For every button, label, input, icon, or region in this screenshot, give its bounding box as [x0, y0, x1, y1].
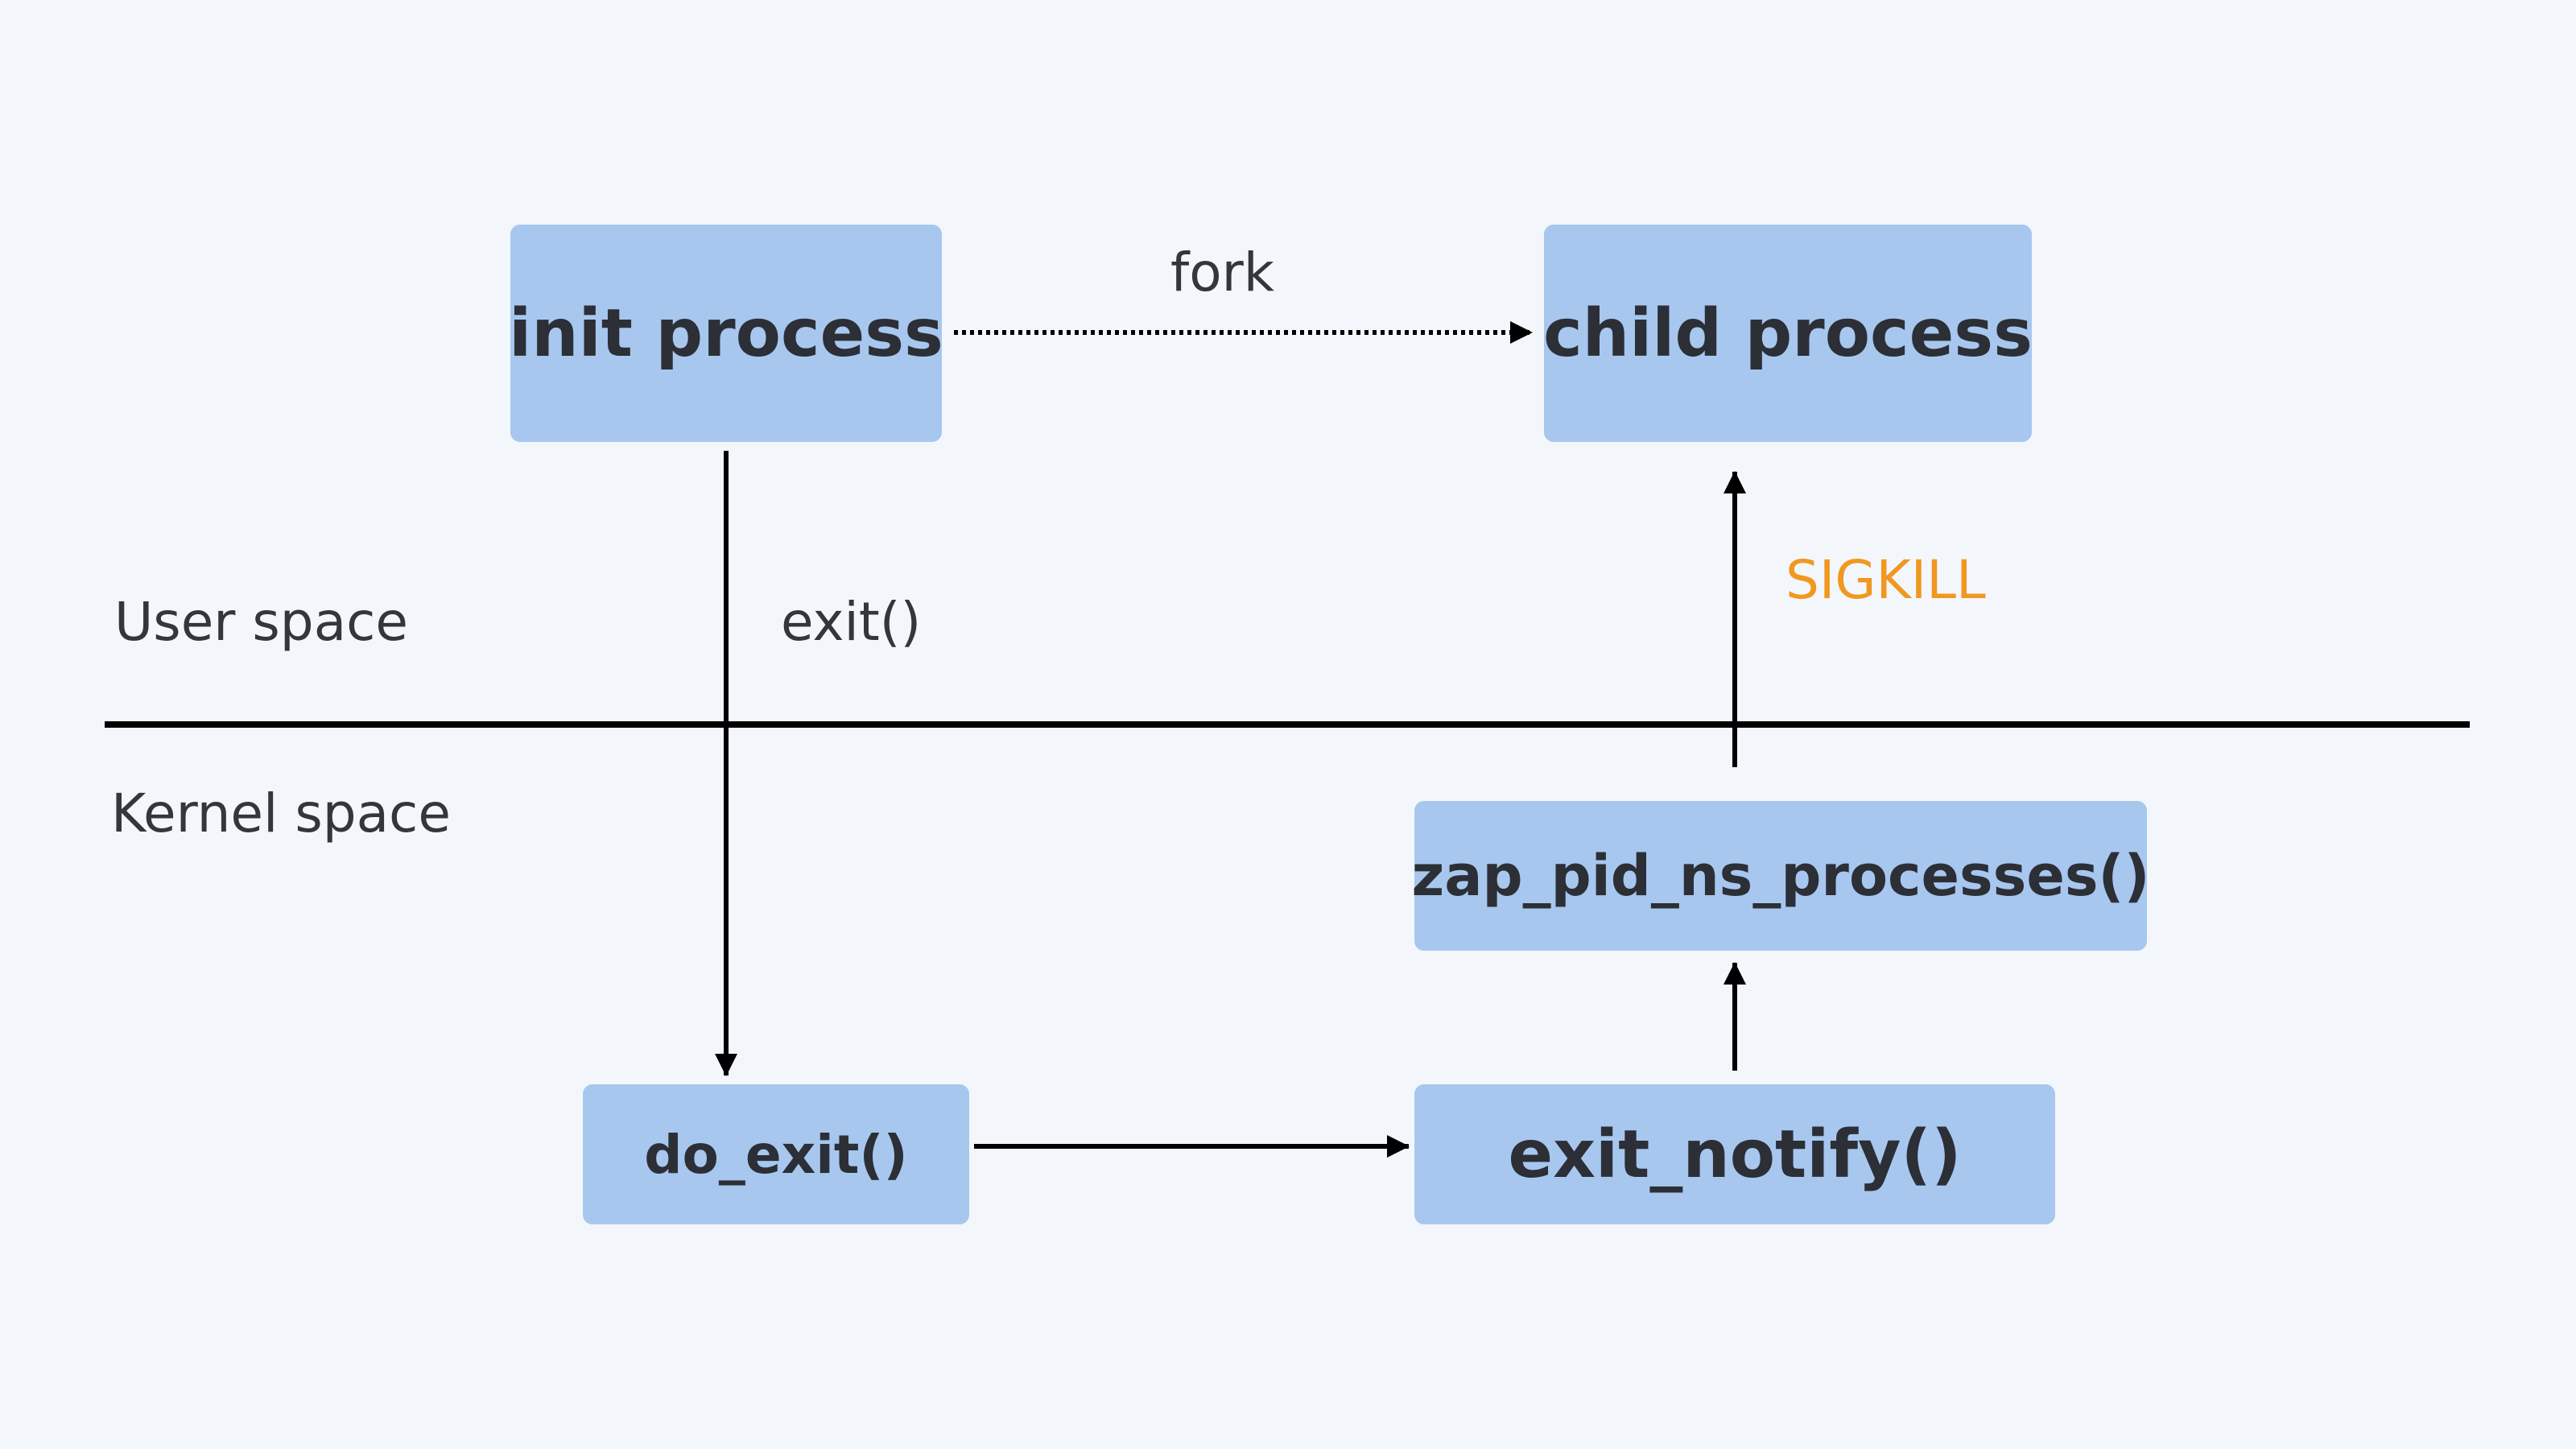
sigkill-label: SIGKILL — [1785, 549, 1986, 611]
do-exit-label: do_exit() — [644, 1123, 908, 1186]
do-exit-node: do_exit() — [583, 1084, 969, 1224]
init-process-node: init process — [509, 225, 943, 442]
init-process-label: init process — [509, 295, 943, 372]
zap-pid-ns-processes-node: zap_pid_ns_processes() — [1411, 801, 2150, 951]
fork-label: fork — [1170, 242, 1274, 303]
child-process-node: child process — [1543, 225, 2033, 442]
zap-pid-ns-processes-label: zap_pid_ns_processes() — [1411, 843, 2150, 909]
child-process-label: child process — [1543, 295, 2033, 372]
exit-notify-label: exit_notify() — [1508, 1116, 1962, 1193]
kernel-space-label: Kernel space — [111, 782, 451, 844]
exit-label: exit() — [781, 591, 922, 653]
user-space-label: User space — [114, 591, 409, 653]
exit-notify-node: exit_notify() — [1414, 1084, 2055, 1224]
